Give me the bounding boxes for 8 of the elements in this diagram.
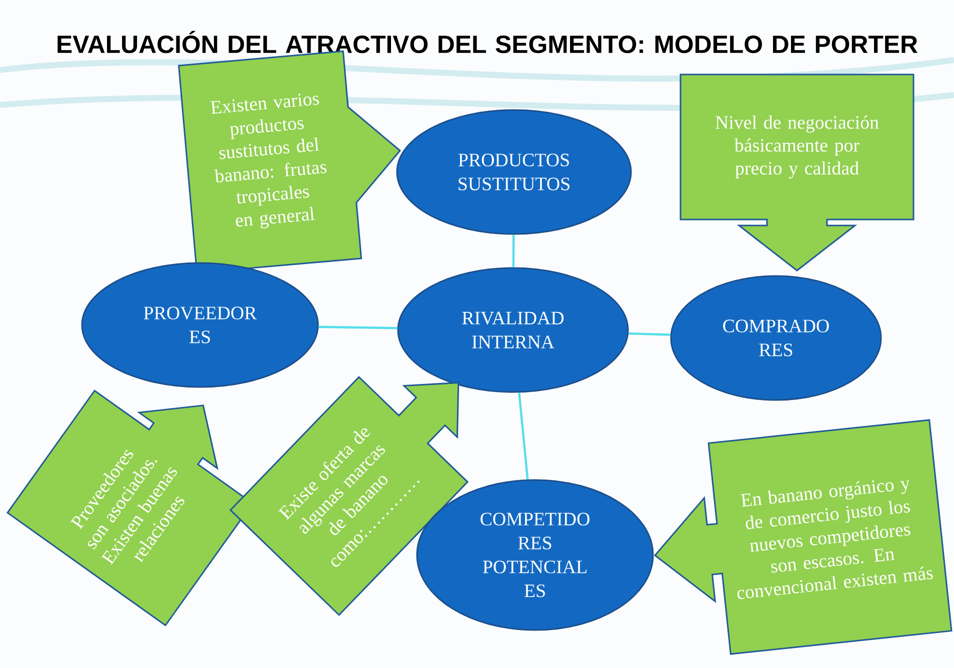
oval: PRODUCTOS SUSTITUTOS xyxy=(396,109,632,235)
connector-line xyxy=(318,326,398,330)
oval: RIVALIDAD INTERNA xyxy=(397,267,629,393)
oval: PROVEEDOR ES xyxy=(81,262,319,388)
connector-line xyxy=(518,392,529,480)
connector-line xyxy=(628,332,670,336)
oval: COMPRADO RES xyxy=(670,275,882,401)
connector-line xyxy=(512,234,515,268)
